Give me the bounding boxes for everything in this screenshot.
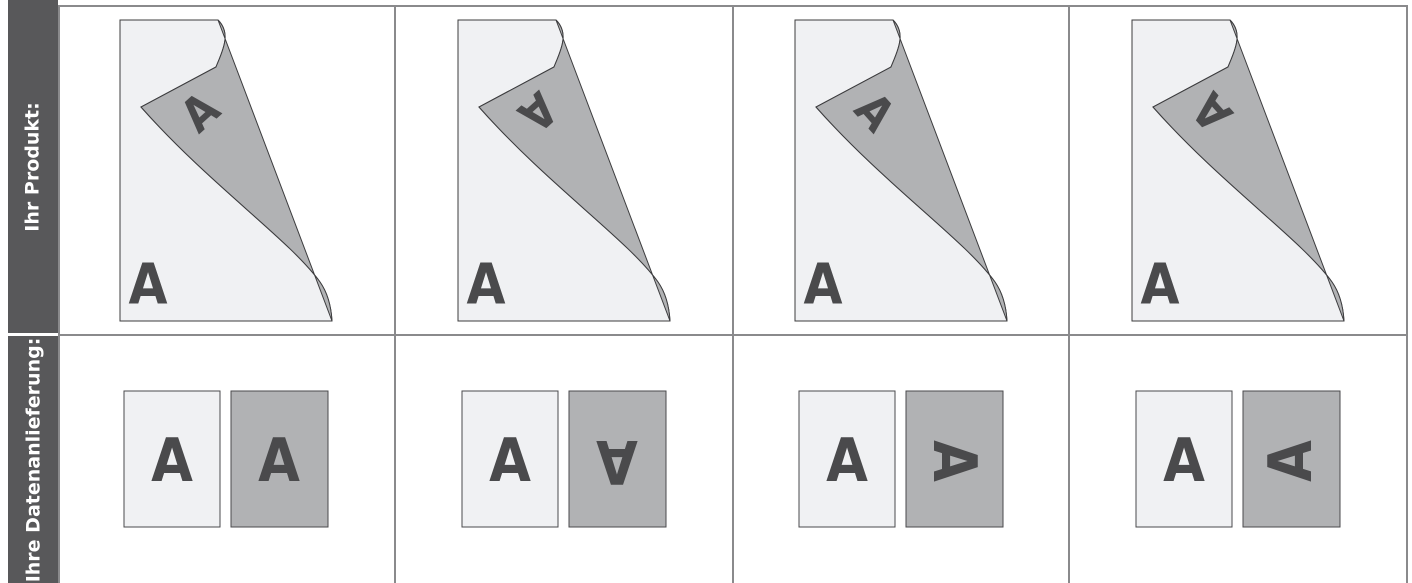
front-page-letter: A bbox=[129, 253, 168, 318]
delivery-back-letter: A bbox=[1256, 440, 1326, 482]
delivery-front-letter: A bbox=[151, 426, 193, 496]
product-illustration-2: AA bbox=[458, 20, 670, 321]
delivery-back-letter: A bbox=[596, 426, 638, 496]
product-illustration-3: AA bbox=[795, 20, 1007, 321]
delivery-front-letter: A bbox=[489, 426, 531, 496]
product-illustration-4: AA bbox=[1132, 20, 1344, 321]
delivery-front-letter: A bbox=[826, 426, 868, 496]
delivery-front-letter: A bbox=[1163, 426, 1205, 496]
front-page-letter: A bbox=[467, 253, 506, 318]
delivery-back-letter: A bbox=[258, 426, 300, 496]
delivery-back-letter: A bbox=[919, 440, 989, 482]
product-illustration-1: AA bbox=[120, 20, 332, 321]
front-page-letter: A bbox=[804, 253, 843, 318]
front-page-letter: A bbox=[1141, 253, 1180, 318]
